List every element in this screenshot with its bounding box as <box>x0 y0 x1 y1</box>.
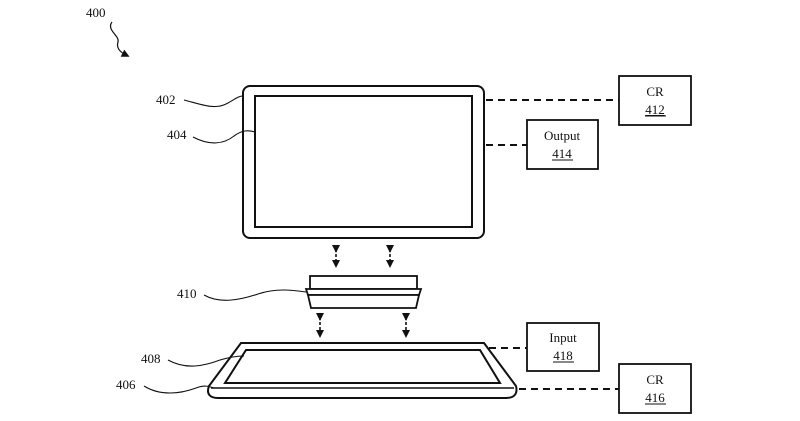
leader-408 <box>167 355 245 367</box>
label-410: 410 <box>177 286 197 301</box>
box-output-title: Output <box>544 128 581 143</box>
label-400: 400 <box>86 5 106 20</box>
display-screen <box>254 95 473 228</box>
box-output-ref: 414 <box>552 146 572 161</box>
box-cr-412-title: CR <box>646 84 664 99</box>
label-406: 406 <box>116 377 136 392</box>
box-cr-412-ref: 412 <box>645 102 665 117</box>
label-402: 402 <box>156 92 176 107</box>
box-input-ref: 418 <box>553 348 573 363</box>
leader-406 <box>143 385 215 394</box>
label-404: 404 <box>167 127 187 142</box>
box-cr-416-ref: 416 <box>645 390 665 405</box>
leader-404 <box>192 130 256 144</box>
box-cr-416 <box>618 363 692 414</box>
box-input-418 <box>526 322 600 372</box>
box-output-414 <box>526 119 599 170</box>
leader-402 <box>183 95 244 108</box>
leader-410 <box>203 289 307 301</box>
label-400-arrow <box>110 21 130 57</box>
box-input-title: Input <box>549 330 577 345</box>
label-408: 408 <box>141 351 161 366</box>
hinge-assembly <box>304 275 423 309</box>
keyboard-surface <box>223 349 502 384</box>
box-cr-412 <box>618 75 692 126</box>
box-cr-416-title: CR <box>646 372 664 387</box>
